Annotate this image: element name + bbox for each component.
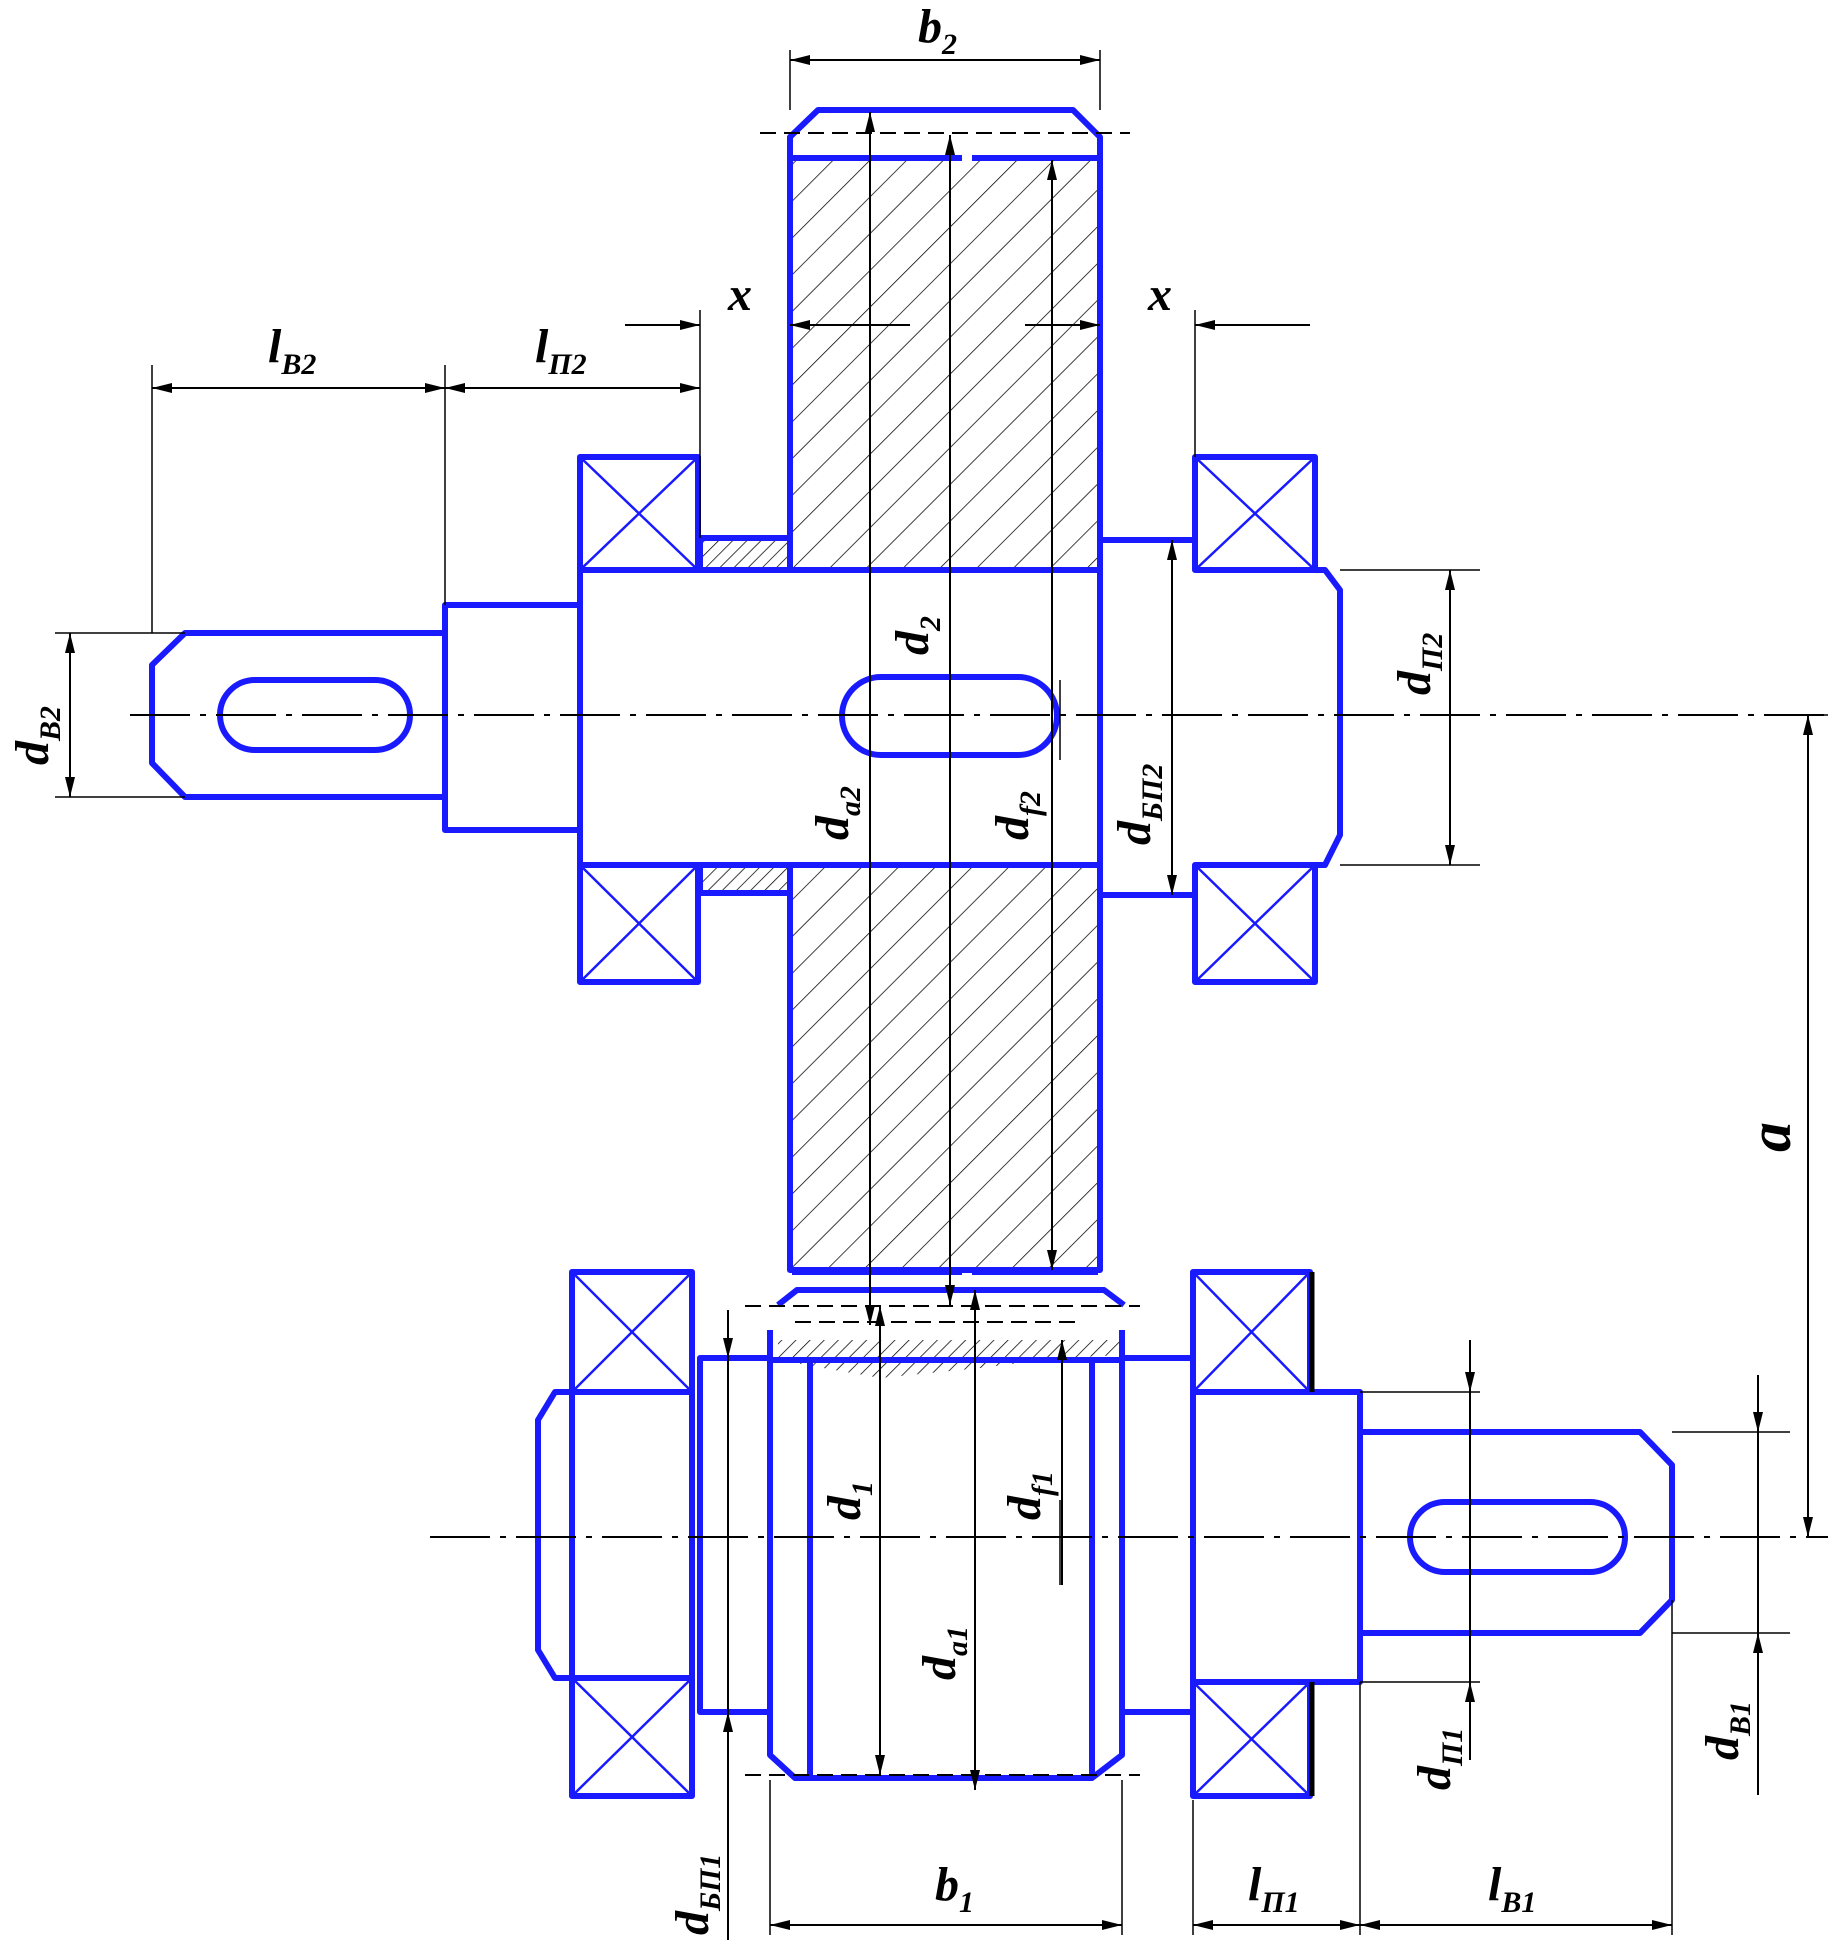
shaft2-right-collar-bottom [1100, 865, 1198, 898]
label-d1: d1 [818, 1481, 879, 1520]
pinion1-body [767, 1330, 1125, 1781]
label-dBP1: dБП1 [666, 1854, 727, 1935]
bearing-upper-right-top [1192, 454, 1318, 573]
bearing-upper-left-top [577, 454, 701, 573]
extension-lines [55, 50, 1828, 1935]
label-lP1: lП1 [1248, 1858, 1300, 1919]
shaft2-right-collar [1100, 537, 1198, 570]
shaft1-left-end [535, 1389, 580, 1681]
label-lB2: lВ2 [268, 320, 316, 381]
label-df2: df2 [986, 791, 1047, 840]
label-b1: b1 [935, 1858, 974, 1919]
label-da1: da1 [913, 1626, 974, 1680]
label-x-left: x [727, 268, 752, 321]
shaft2-right-end [1195, 567, 1343, 868]
bearing-upper-left-bottom [577, 862, 701, 985]
label-d2: d2 [886, 616, 947, 655]
shaft1-right-step [1122, 1355, 1196, 1715]
dimension-labels: b2 lВ2 lП2 x x dВ2 d2 da2 df2 dБП2 dП2 a… [6, 0, 1803, 1935]
label-dP1: dП1 [1408, 1728, 1469, 1790]
label-df1: df1 [998, 1471, 1059, 1520]
label-da2: da2 [806, 786, 867, 840]
label-dB2: dВ2 [6, 706, 67, 765]
dimension-lines [65, 55, 1813, 1940]
label-x-right: x [1147, 268, 1172, 321]
wheel-section-hatching [700, 160, 1122, 1378]
shaft1-right-end [1360, 1429, 1675, 1636]
wheel2-outline [787, 107, 1103, 570]
shaft2-hub [577, 567, 1103, 868]
centerlines [130, 132, 1828, 1776]
label-lP2: lП2 [535, 320, 587, 381]
shaft2-step [442, 602, 580, 833]
bearing-upper-right-bottom [1192, 862, 1318, 985]
label-dB1: dВ1 [1696, 1701, 1757, 1760]
label-dP2: dП2 [1388, 633, 1449, 695]
label-dBP2: dБП2 [1108, 764, 1169, 845]
label-a: a [1737, 1122, 1803, 1152]
label-lB1: lВ1 [1488, 1858, 1536, 1919]
label-b2: b2 [918, 0, 957, 61]
bearing-lower-left-bottom [569, 1675, 695, 1799]
shaft1-left-step [697, 1355, 770, 1715]
bearing-crosses [571, 456, 1316, 1797]
bearing-lower-left-mid [569, 1389, 695, 1681]
